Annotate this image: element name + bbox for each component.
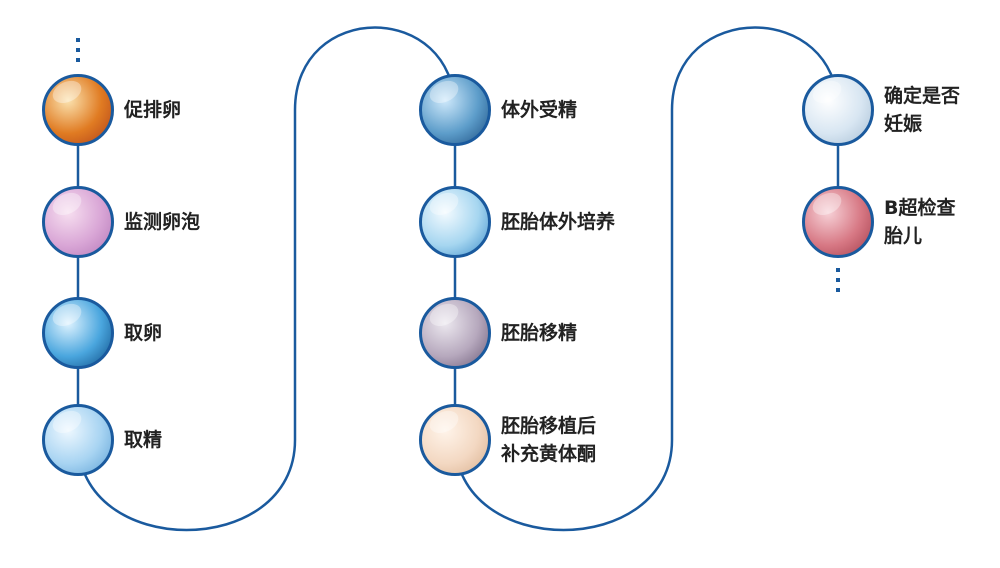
step-label-line: 促排卵 — [124, 99, 182, 121]
u-curve-2 — [453, 26, 840, 532]
step-label: 确定是否 妊娠 — [884, 82, 960, 138]
step-label-line: 胚胎体外培养 — [501, 211, 616, 233]
step-monitor-follicles: 监测卵泡 — [42, 186, 200, 258]
step-label-line: 体外受精 — [501, 99, 578, 121]
fetus-icon — [802, 186, 874, 258]
step-label: B超检查 胎儿 — [884, 194, 955, 250]
ovary-cross-section-icon — [42, 74, 114, 146]
step-label-line: B超检查 — [884, 197, 956, 219]
step-label-line: 胚胎移植后 — [501, 415, 597, 437]
step-egg-retrieval: 取卵 — [42, 297, 162, 369]
step-embryo-transfer: 胚胎移精 — [419, 297, 577, 369]
step-label: 取精 — [124, 426, 162, 454]
step-sperm-retrieval: 取精 — [42, 404, 162, 476]
bottom-ellipsis-dots — [836, 268, 840, 292]
step-in-vitro-fertilization: 体外受精 — [419, 74, 577, 146]
step-label: 胚胎移植后 补充黄体酮 — [501, 412, 596, 468]
step-embryo-culture: 胚胎体外培养 — [419, 186, 615, 258]
sperm-cells-icon — [42, 404, 114, 476]
step-label: 取卵 — [124, 319, 162, 347]
step-label-line: 补充黄体酮 — [501, 443, 597, 465]
step-label: 胚胎移精 — [501, 319, 577, 347]
step-stimulate-ovulation: 促排卵 — [42, 74, 181, 146]
top-ellipsis-dots — [76, 38, 80, 62]
step-label-line: 胎儿 — [884, 225, 923, 247]
step-label-line: 确定是否 — [884, 85, 961, 107]
follicle-tissue-icon — [42, 186, 114, 258]
egg-cell-icon — [42, 297, 114, 369]
culture-dish-icon — [419, 186, 491, 258]
step-confirm-pregnancy: 确定是否 妊娠 — [802, 74, 960, 146]
step-label: 监测卵泡 — [124, 208, 200, 236]
step-label: 体外受精 — [501, 96, 577, 124]
u-curve-1 — [76, 26, 457, 532]
step-label-line: 取精 — [124, 429, 163, 451]
step-label-line: 监测卵泡 — [124, 211, 201, 233]
step-label-line: 胚胎移精 — [501, 322, 578, 344]
doctor-consultation-icon — [802, 74, 874, 146]
step-label-line: 取卵 — [124, 322, 163, 344]
embryo-transfer-icon — [419, 297, 491, 369]
step-label: 胚胎体外培养 — [501, 208, 615, 236]
step-luteal-support: 胚胎移植后 补充黄体酮 — [419, 404, 596, 476]
step-label-line: 妊娠 — [884, 113, 923, 135]
step-ultrasound: B超检查 胎儿 — [802, 186, 955, 258]
abdomen-icon — [419, 404, 491, 476]
step-label: 促排卵 — [124, 96, 181, 124]
fertilized-cells-icon — [419, 74, 491, 146]
